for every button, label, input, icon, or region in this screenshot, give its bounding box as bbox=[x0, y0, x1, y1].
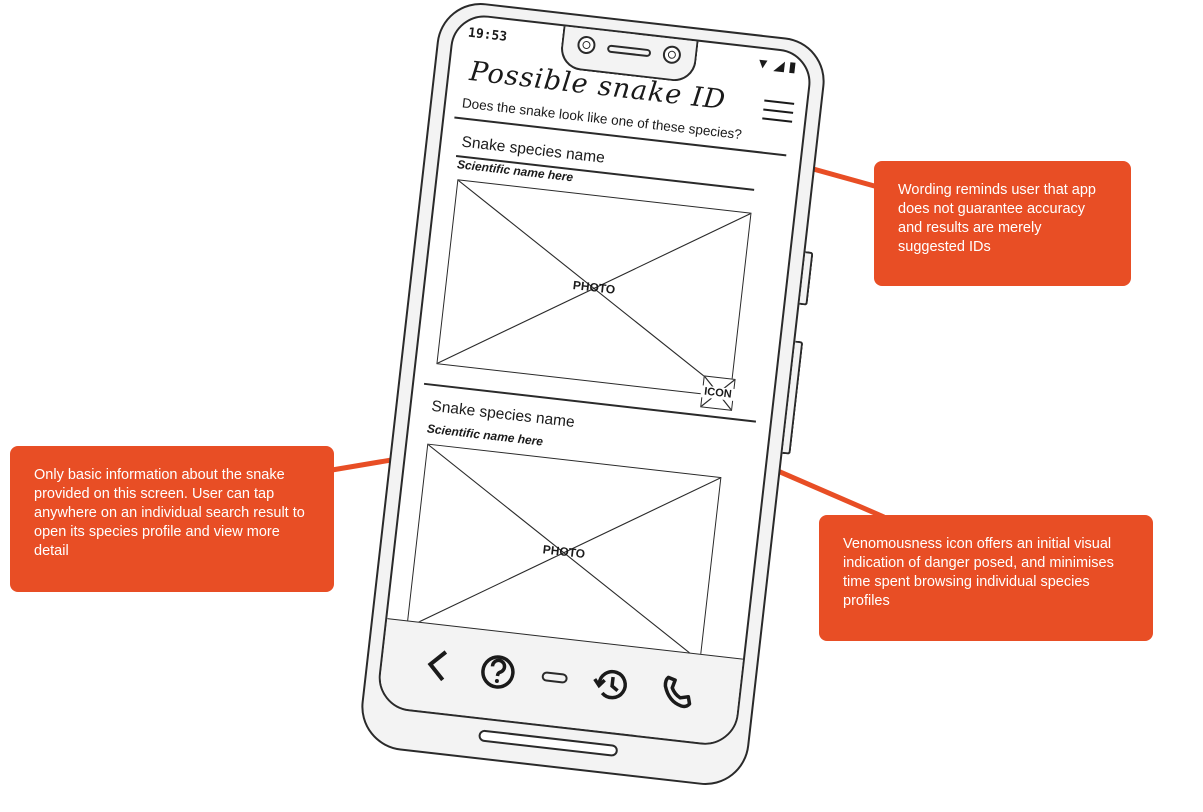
annotation-callout-wording: Wording reminds user that app does not g… bbox=[874, 161, 1131, 286]
signal-icon: ◢ bbox=[773, 56, 786, 74]
species-photo-placeholder: PHOTO ICON bbox=[436, 179, 752, 411]
phone-screen: 19:53 ▼◢▮ Possible snake ID Does the sna… bbox=[375, 11, 815, 749]
speaker-grille bbox=[606, 44, 652, 58]
status-time: 19:53 bbox=[467, 25, 508, 45]
front-camera-icon bbox=[576, 35, 597, 55]
status-icons: ▼◢▮ bbox=[751, 54, 797, 76]
photo-placeholder-cross bbox=[407, 444, 721, 661]
help-icon[interactable] bbox=[476, 650, 520, 694]
history-icon[interactable] bbox=[589, 663, 633, 707]
bottom-navigation bbox=[377, 618, 747, 747]
search-result-1[interactable]: Snake species name Scientific name here … bbox=[414, 125, 803, 426]
battery-icon: ▮ bbox=[787, 58, 798, 75]
photo-placeholder-cross bbox=[437, 180, 751, 397]
venomousness-icon: ICON bbox=[700, 375, 736, 411]
wifi-icon: ▼ bbox=[755, 54, 771, 72]
search-result-2[interactable]: Snake species name Scientific name here … bbox=[384, 390, 773, 691]
home-icon[interactable] bbox=[541, 671, 569, 686]
hamburger-menu-icon[interactable] bbox=[762, 99, 795, 127]
species-photo-placeholder: PHOTO bbox=[406, 443, 722, 662]
annotation-callout-basic-info: Only basic information about the snake p… bbox=[10, 446, 334, 592]
phone-icon[interactable] bbox=[655, 670, 699, 714]
annotation-callout-venom-icon: Venomousness icon offers an initial visu… bbox=[819, 515, 1153, 641]
sensor-icon bbox=[661, 44, 682, 65]
phone-mockup: 19:53 ▼◢▮ Possible snake ID Does the sna… bbox=[356, 0, 830, 790]
back-icon[interactable] bbox=[416, 643, 460, 687]
